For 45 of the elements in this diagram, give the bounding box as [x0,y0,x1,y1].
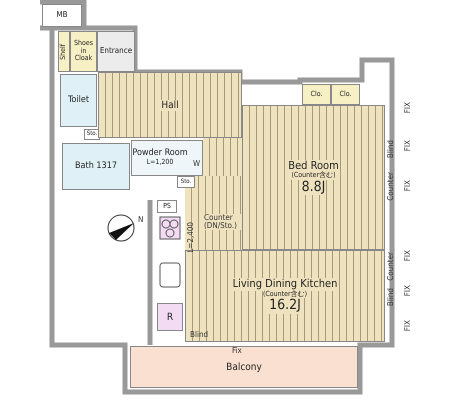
room-label: Living Dining Kitchen [232,278,338,290]
fix-label: FIX [404,285,412,296]
room-size: 8.8J [302,180,326,196]
bedroom-floor [242,105,385,250]
powder-room [131,140,203,176]
blind-label: Blind [387,140,395,158]
fix-label: FIX [404,250,412,262]
north-label: N [138,216,144,224]
balcony-floor [130,346,358,388]
room-label: Hall [161,100,179,110]
counter-label: Counter [387,252,395,281]
fix-label: Fix [232,347,242,355]
fix-label: FIX [404,102,412,114]
pipe-space [157,200,177,213]
blind-label: Blind [387,288,395,306]
closet [70,31,97,72]
toilet-room [60,74,97,127]
storage-closet [84,129,100,140]
washer-label: W [193,160,200,168]
dimension-label: L=2,400 [187,222,195,253]
room-label: Entrance [100,47,132,56]
room-size: 16.2J [269,298,301,314]
storage-closet [177,176,195,188]
meter-box [42,4,82,27]
room-label: Toilet [68,96,90,106]
shelf [58,31,70,72]
fridge-space [157,303,183,331]
counter-label: Counter [387,172,395,201]
closet [302,84,331,105]
fix-label: FIX [404,180,412,192]
blind-label: Blind [190,331,208,339]
closet [331,84,360,105]
fix-label: FIX [404,140,412,152]
room-label: Bath 1317 [75,162,117,172]
room-label: Bed Room [288,160,339,172]
living-room-floor [185,250,385,342]
fix-label: FIX [404,320,412,332]
bath-room [62,143,130,190]
counter-label: Counter (DN/Sto.) [204,214,242,230]
room-label: Balcony [226,362,262,372]
room-label: MB [56,11,68,20]
room-label: Powder Room [132,149,188,158]
entrance-area [97,31,135,72]
room-label: R [166,312,174,322]
hall-floor [98,72,242,138]
